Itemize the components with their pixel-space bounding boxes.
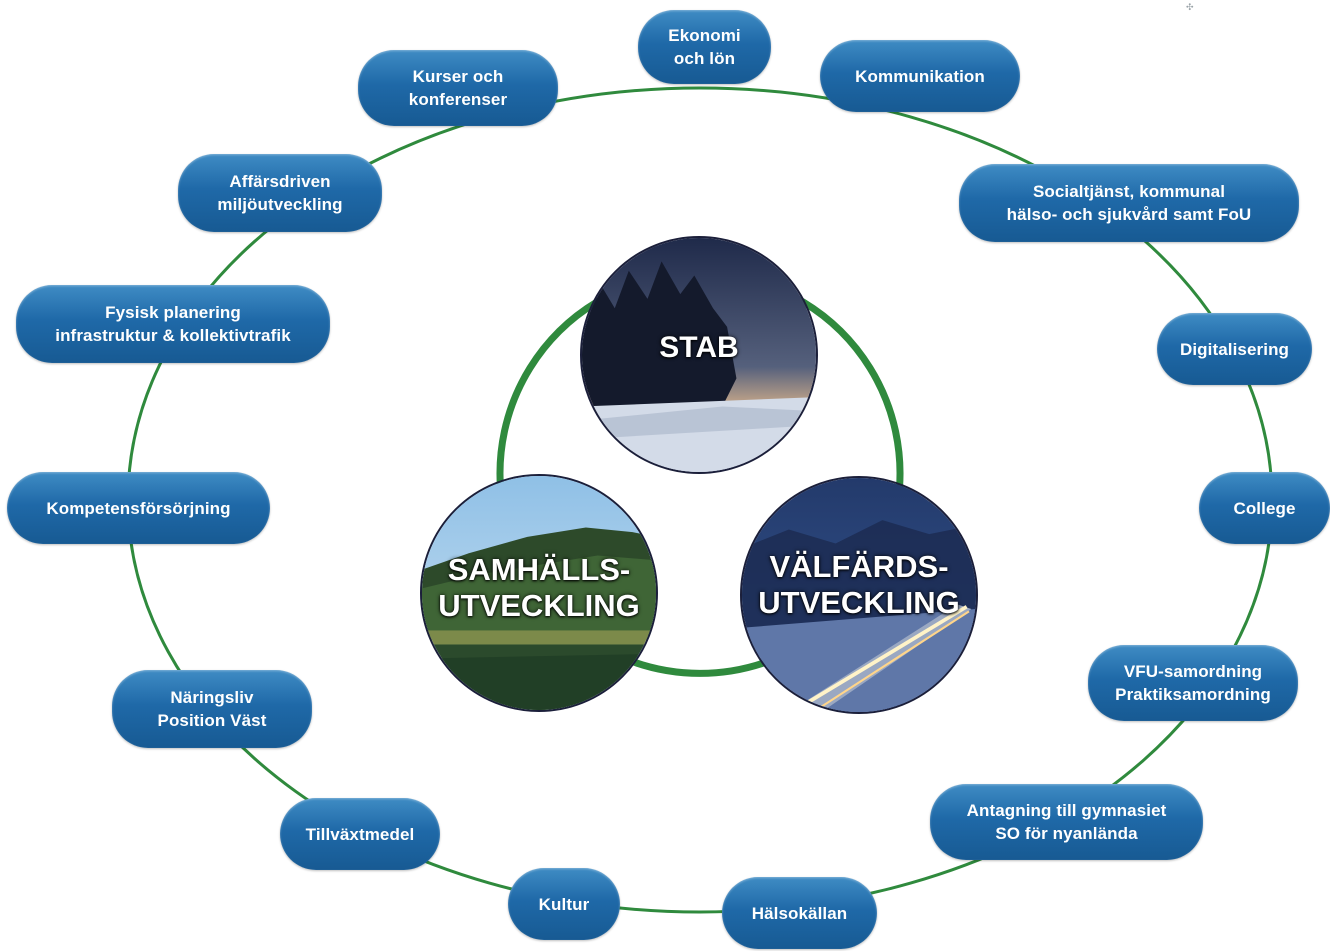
unit-kommunikation[interactable]: Kommunikation (820, 40, 1020, 112)
unit-college[interactable]: College (1199, 472, 1330, 544)
hub-samhallsutveckling[interactable]: SAMHÄLLS- UTVECKLING (420, 474, 658, 712)
night-road-photo (742, 478, 976, 712)
hub-stab[interactable]: STAB (580, 236, 818, 474)
unit-affarsdriven-miljoutveckling-label: Affärsdriven miljöutveckling (217, 172, 343, 214)
unit-digitalisering-label: Digitalisering (1179, 339, 1290, 359)
hub-stab-label: STAB (659, 331, 739, 364)
unit-college-label: College (1233, 498, 1296, 518)
unit-kultur[interactable]: Kultur (508, 868, 620, 940)
unit-kultur-label: Kultur (538, 894, 590, 914)
unit-affarsdriven-miljoutveckling[interactable]: Affärsdriven miljöutveckling (178, 154, 382, 232)
unit-antagning-label: Antagning till gymnasiet SO för nyanländ… (966, 801, 1167, 843)
unit-vfu-samordning[interactable]: VFU-samordning Praktiksamordning (1088, 645, 1298, 721)
unit-kompetensforsorjning[interactable]: Kompetensförsörjning (7, 472, 270, 544)
unit-fysisk-planering[interactable]: Fysisk planering infrastruktur & kollekt… (16, 285, 330, 363)
unit-kurser-och-konferenser[interactable]: Kurser och konferenser (358, 50, 558, 126)
unit-antagning[interactable]: Antagning till gymnasiet SO för nyanländ… (930, 784, 1203, 860)
winter-forest-photo (582, 238, 816, 472)
unit-kommunikation-label: Kommunikation (855, 66, 985, 86)
unit-socialtjanst[interactable]: Socialtjänst, kommunal hälso- och sjukvå… (959, 164, 1299, 242)
lake-forest-photo (422, 476, 656, 710)
unit-naringsliv[interactable]: Näringsliv Position Väst (112, 670, 312, 748)
hub-valfardsutveckling-label: VÄLFÄRDS- UTVECKLING (758, 549, 960, 620)
unit-kurser-och-konferenser-label: Kurser och konferenser (408, 67, 508, 109)
unit-kompetensforsorjning-label: Kompetensförsörjning (46, 498, 231, 518)
unit-ekonomi-och-lon-label: Ekonomi och lön (668, 26, 741, 68)
unit-halsokallan-label: Hälsokällan (751, 903, 848, 923)
unit-vfu-samordning-label: VFU-samordning Praktiksamordning (1115, 662, 1271, 704)
unit-tillvaxtmedel-label: Tillväxtmedel (305, 824, 415, 844)
unit-halsokallan[interactable]: Hälsokällan (722, 877, 877, 949)
hub-valfardsutveckling[interactable]: VÄLFÄRDS- UTVECKLING (740, 476, 978, 714)
unit-tillvaxtmedel[interactable]: Tillväxtmedel (280, 798, 440, 870)
unit-naringsliv-label: Näringsliv Position Väst (157, 688, 267, 730)
unit-digitalisering[interactable]: Digitalisering (1157, 313, 1312, 385)
unit-fysisk-planering-label: Fysisk planering infrastruktur & kollekt… (55, 303, 291, 345)
unit-socialtjanst-label: Socialtjänst, kommunal hälso- och sjukvå… (1006, 182, 1252, 224)
unit-ekonomi-och-lon[interactable]: Ekonomi och lön (638, 10, 771, 84)
scan-speck: ✣ (1186, 2, 1194, 12)
hub-samhallsutveckling-label: SAMHÄLLS- UTVECKLING (438, 552, 640, 623)
